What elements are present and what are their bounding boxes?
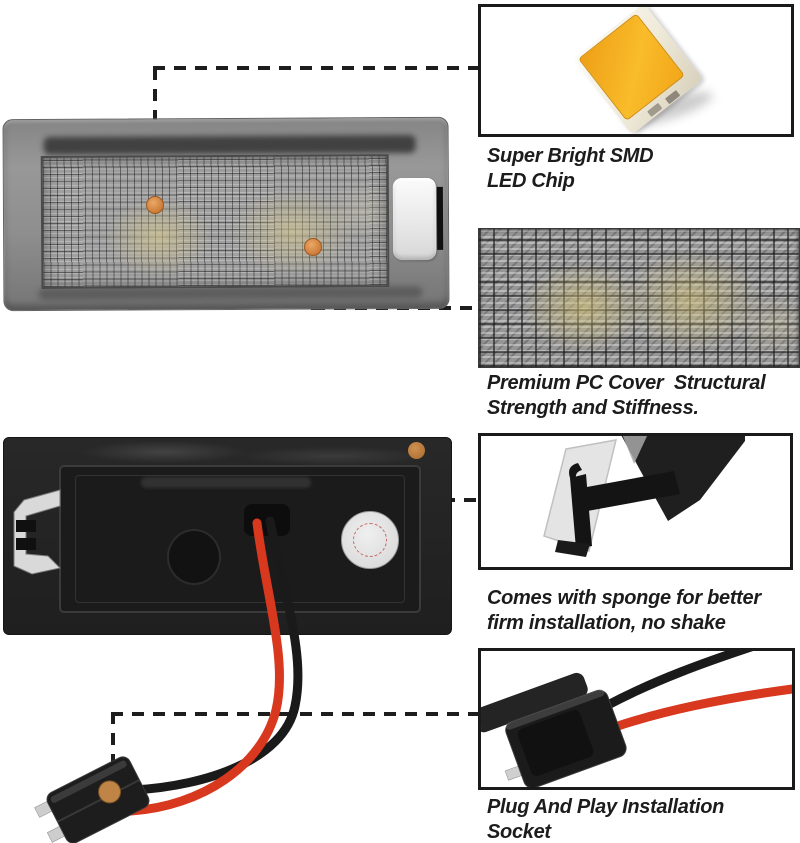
lens-top-shadow [43,135,416,155]
caption-pc-cover: Premium PC Cover Structural Strength and… [487,372,766,419]
socket-connector [481,672,627,787]
wedge-highlight [622,436,648,464]
round-label-sticker [341,511,399,569]
front-light-photo [2,116,450,312]
caption-led-chip: Super Bright SMD LED Chip [487,145,654,192]
side-clip-slot [436,186,444,250]
housing-corner-wedge [621,436,745,521]
callout-line-sponge-horizontal [443,498,478,502]
led-chip-photo [572,7,704,134]
wire-black [601,651,754,711]
side-clip-tab [392,177,437,261]
power-plug [34,756,150,843]
clip-foot [555,540,590,557]
clip-hook [569,463,582,478]
plug-photo [481,651,792,787]
embossed-marking [141,477,311,488]
sponge-clip-box [478,433,793,570]
caption-sponge: Comes with sponge for better firm instal… [487,587,761,634]
orange-marker-dot [408,442,425,459]
wire-black [129,516,303,795]
callout-line-socket-vertical [111,712,115,774]
wires-and-plug [34,516,303,843]
housing-round-bump [167,529,221,585]
back-housing [59,465,421,613]
sponge-clip-photo [543,436,745,557]
clip-crossbar [576,471,680,512]
housing-seam [75,475,405,603]
led-position-dot-2 [304,238,322,256]
led-position-dot-1 [146,196,164,214]
sticker-red-print [353,523,387,557]
front-light-lens [40,154,390,289]
pc-cover-texture-photo [478,228,800,368]
clip-stem [570,474,592,549]
back-metal-clip [13,489,62,575]
callout-line-led-chip-horizontal [153,66,478,70]
wire-red [126,518,284,816]
caption-socket: Plug And Play Installation Socket [487,796,725,843]
back-light-photo [3,437,452,635]
wire-red [607,684,792,733]
led-chip-box [478,4,794,137]
plug-button [98,780,122,804]
plug-box [478,648,795,790]
